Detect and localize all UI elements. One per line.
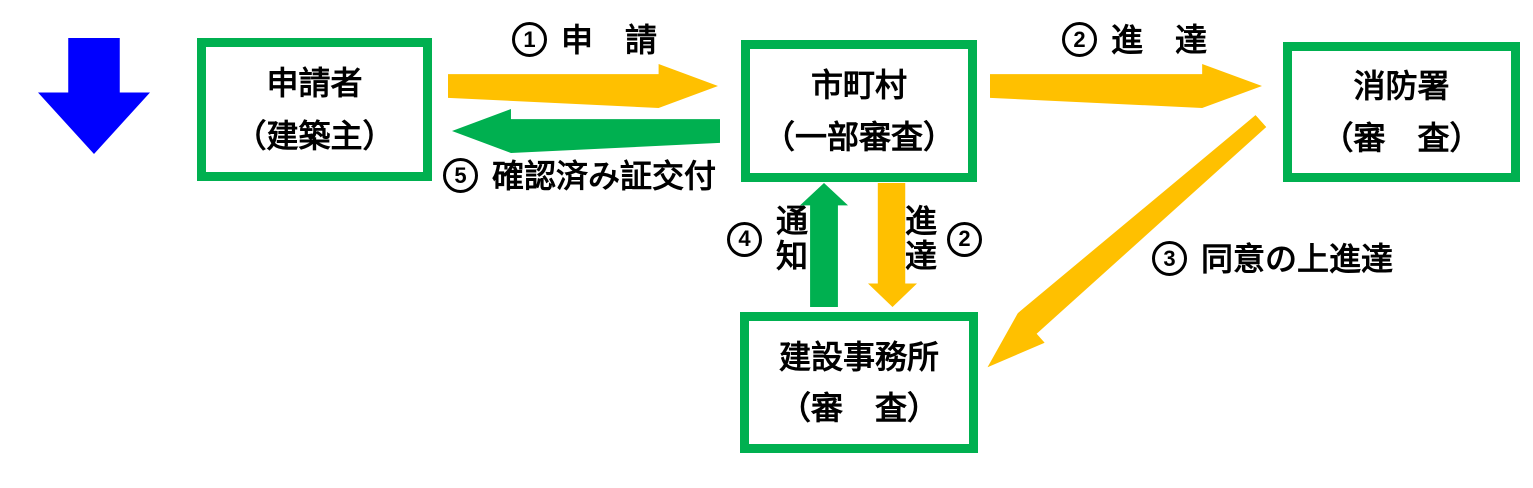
label-forward-office-text: 進達 xyxy=(901,204,937,274)
box-applicant-line2: （建築主） xyxy=(234,117,395,154)
box-applicant-line1: 申請者 xyxy=(266,65,363,102)
box-municipality-line2: （一部審査） xyxy=(762,119,955,155)
label-certificate-text: 確認済み証交付 xyxy=(492,157,717,194)
blue-down-arrow-icon xyxy=(38,38,150,154)
box-fire-station-line2: （審 査） xyxy=(1321,119,1482,156)
label-certificate: 5 確認済み証交付 xyxy=(443,158,716,193)
label-application-text: 申 請 xyxy=(561,21,658,58)
box-applicant: 申請者 （建築主） xyxy=(197,38,432,181)
label-notification: 4 通知 xyxy=(727,204,808,274)
circled-number-1: 1 xyxy=(512,22,547,57)
circled-number-5: 5 xyxy=(443,158,478,193)
arrow-certificate-issuance xyxy=(452,109,720,153)
label-application: 1 申 請 xyxy=(512,22,657,57)
box-construction-office: 建設事務所 （審 査） xyxy=(740,312,978,453)
box-fire-station-line1: 消防署 xyxy=(1353,68,1450,105)
label-consent-forward-text: 同意の上進達 xyxy=(1201,240,1394,277)
box-construction-office-line1: 建設事務所 xyxy=(778,338,939,375)
label-consent-forward: 3 同意の上進達 xyxy=(1152,241,1393,276)
arrow-forward-to-fire-station xyxy=(990,64,1262,108)
circled-number-3: 3 xyxy=(1152,241,1187,276)
box-municipality: 市町村 （一部審査） xyxy=(741,40,977,182)
box-fire-station: 消防署 （審 査） xyxy=(1283,42,1520,182)
label-forward-office: 進達 2 xyxy=(901,204,982,274)
box-construction-office-line2: （審 査） xyxy=(778,390,939,427)
label-notification-text: 通知 xyxy=(772,204,808,274)
label-forward-fire-text: 進 達 xyxy=(1111,21,1208,58)
circled-number-2: 2 xyxy=(1062,22,1097,57)
circled-number-4: 4 xyxy=(727,221,762,257)
label-forward-fire: 2 進 達 xyxy=(1062,22,1207,57)
arrow-application xyxy=(448,64,718,108)
circled-number-2b: 2 xyxy=(947,221,982,257)
box-municipality-line1: 市町村 xyxy=(810,67,907,103)
